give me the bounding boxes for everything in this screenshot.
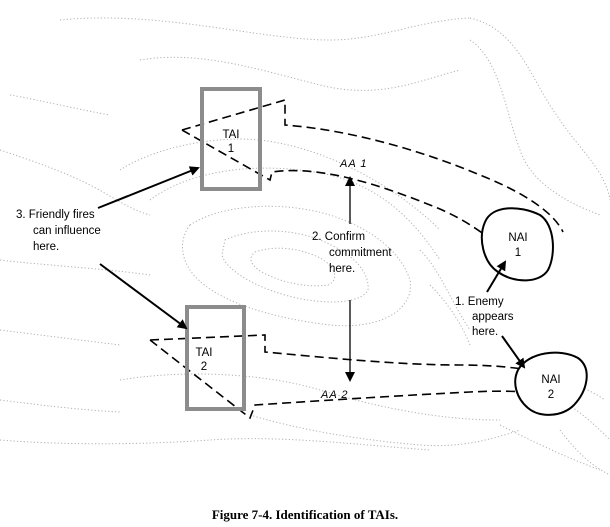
- tai-2-number: 2: [201, 361, 207, 373]
- nai-2-number: 2: [548, 389, 554, 401]
- nai-2: NAI 2: [514, 351, 588, 416]
- tai-1-box: [200, 87, 262, 191]
- terrain-contours: [0, 17, 610, 476]
- svg-text:1. Enemy: 1. Enemy: [455, 296, 504, 308]
- note-enemy-appears: 1. Enemy appears here.: [455, 296, 514, 338]
- arrow-to-tai-1: [97, 166, 200, 209]
- svg-text:3. Friendly fires: 3. Friendly fires: [16, 209, 95, 221]
- svg-text:here.: here.: [33, 241, 59, 253]
- tai-2: TAI 2: [185, 305, 246, 411]
- arrow-to-nai-2: [501, 335, 526, 369]
- arrow-to-nai-1: [486, 260, 507, 293]
- note-friendly-fires: 3. Friendly fires can influence here.: [16, 209, 101, 253]
- aa-1-label: AA 1: [339, 158, 367, 170]
- aa-2-label: AA 2: [320, 389, 348, 401]
- tai-1-label: TAI: [222, 129, 239, 141]
- nai-1-outline: [480, 207, 554, 282]
- svg-text:2. Confirm: 2. Confirm: [312, 231, 365, 243]
- svg-text:can influence: can influence: [33, 225, 101, 237]
- tai-2-box: [185, 305, 246, 411]
- tai-1-number: 1: [228, 143, 234, 155]
- nai-1-label: NAI: [508, 232, 527, 244]
- svg-text:commitment: commitment: [329, 247, 392, 259]
- nai-1-number: 1: [515, 247, 521, 259]
- figure-caption: Figure 7-4. Identification of TAIs.: [212, 507, 398, 522]
- note-confirm-commitment: 2. Confirm commitment here.: [312, 231, 392, 275]
- svg-text:here.: here.: [329, 263, 355, 275]
- nai-1: NAI 1: [480, 207, 554, 282]
- arrows: [97, 166, 526, 382]
- tai-1: TAI 1: [200, 87, 262, 191]
- svg-text:here.: here.: [472, 326, 498, 338]
- svg-text:appears: appears: [472, 311, 514, 323]
- nai-2-label: NAI: [541, 374, 560, 386]
- arrow-to-tai-2: [99, 263, 188, 330]
- tai-2-label: TAI: [195, 347, 212, 359]
- nai-2-outline: [514, 351, 588, 416]
